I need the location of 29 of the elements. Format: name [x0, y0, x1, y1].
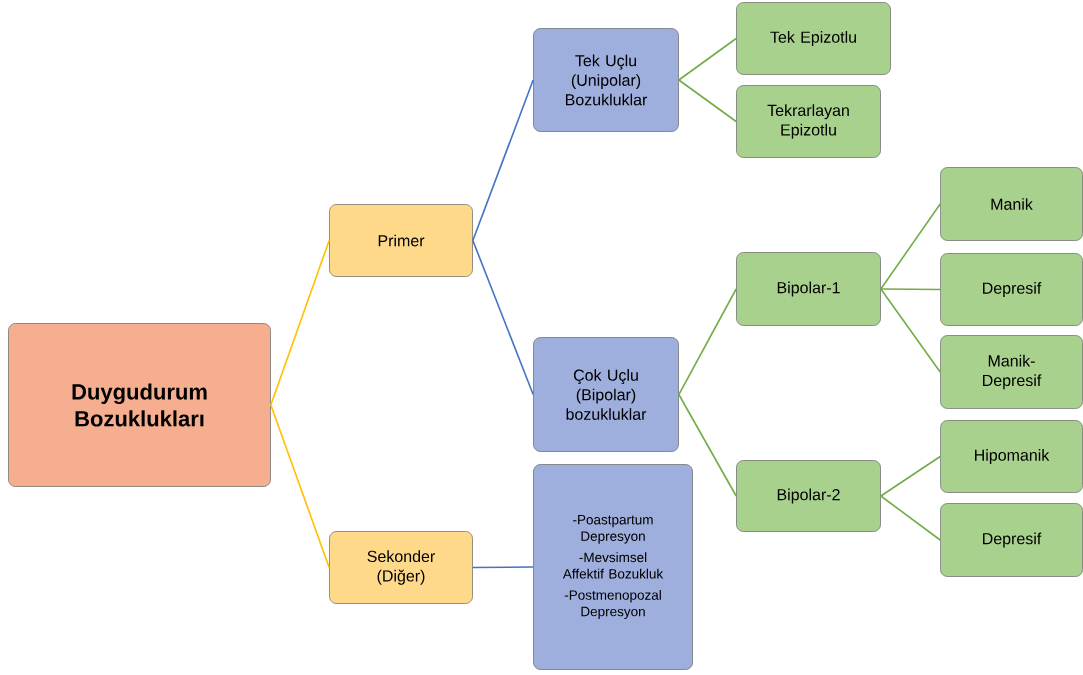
category-box: Tek Epizotlu [736, 2, 891, 75]
connector-line [880, 288, 941, 373]
root-box: Duygudurum Bozuklukları [8, 323, 271, 487]
connector-line [880, 495, 941, 541]
connector-line [880, 455, 941, 497]
category-box: Tek Uçlu (Unipolar) Bozukluklar [533, 28, 679, 132]
connector-line [472, 79, 534, 242]
category-box: Primer [329, 204, 473, 277]
category-box: Manik [940, 167, 1083, 241]
category-box: -Poastpartum Depresyon -Mevsimsel Affektif Bozukluk -Postmenopozal Depresyon [533, 464, 693, 670]
connector-line [270, 404, 330, 569]
category-box: Manik-Depresif [940, 335, 1083, 409]
connector-line [270, 239, 330, 406]
connector-line [678, 393, 737, 497]
category-box: Bipolar-2 [736, 460, 881, 532]
category-box: Depresif [940, 503, 1083, 577]
connector-line [472, 566, 534, 569]
connector-line [880, 203, 941, 290]
connector-line [678, 37, 737, 81]
category-box: Depresif [940, 253, 1083, 326]
connector-line [472, 239, 534, 396]
category-box: Hipomanik [940, 420, 1083, 493]
category-box: Çok Uçlu (Bipolar) bozukluklar [533, 337, 679, 452]
category-box: Tekrarlayan Epizotlu [736, 85, 881, 158]
connector-line [880, 288, 941, 291]
connector-line [678, 288, 737, 396]
connector-line [678, 79, 737, 123]
category-box: Sekonder (Diğer) [329, 531, 473, 604]
category-box: Bipolar-1 [736, 252, 881, 326]
